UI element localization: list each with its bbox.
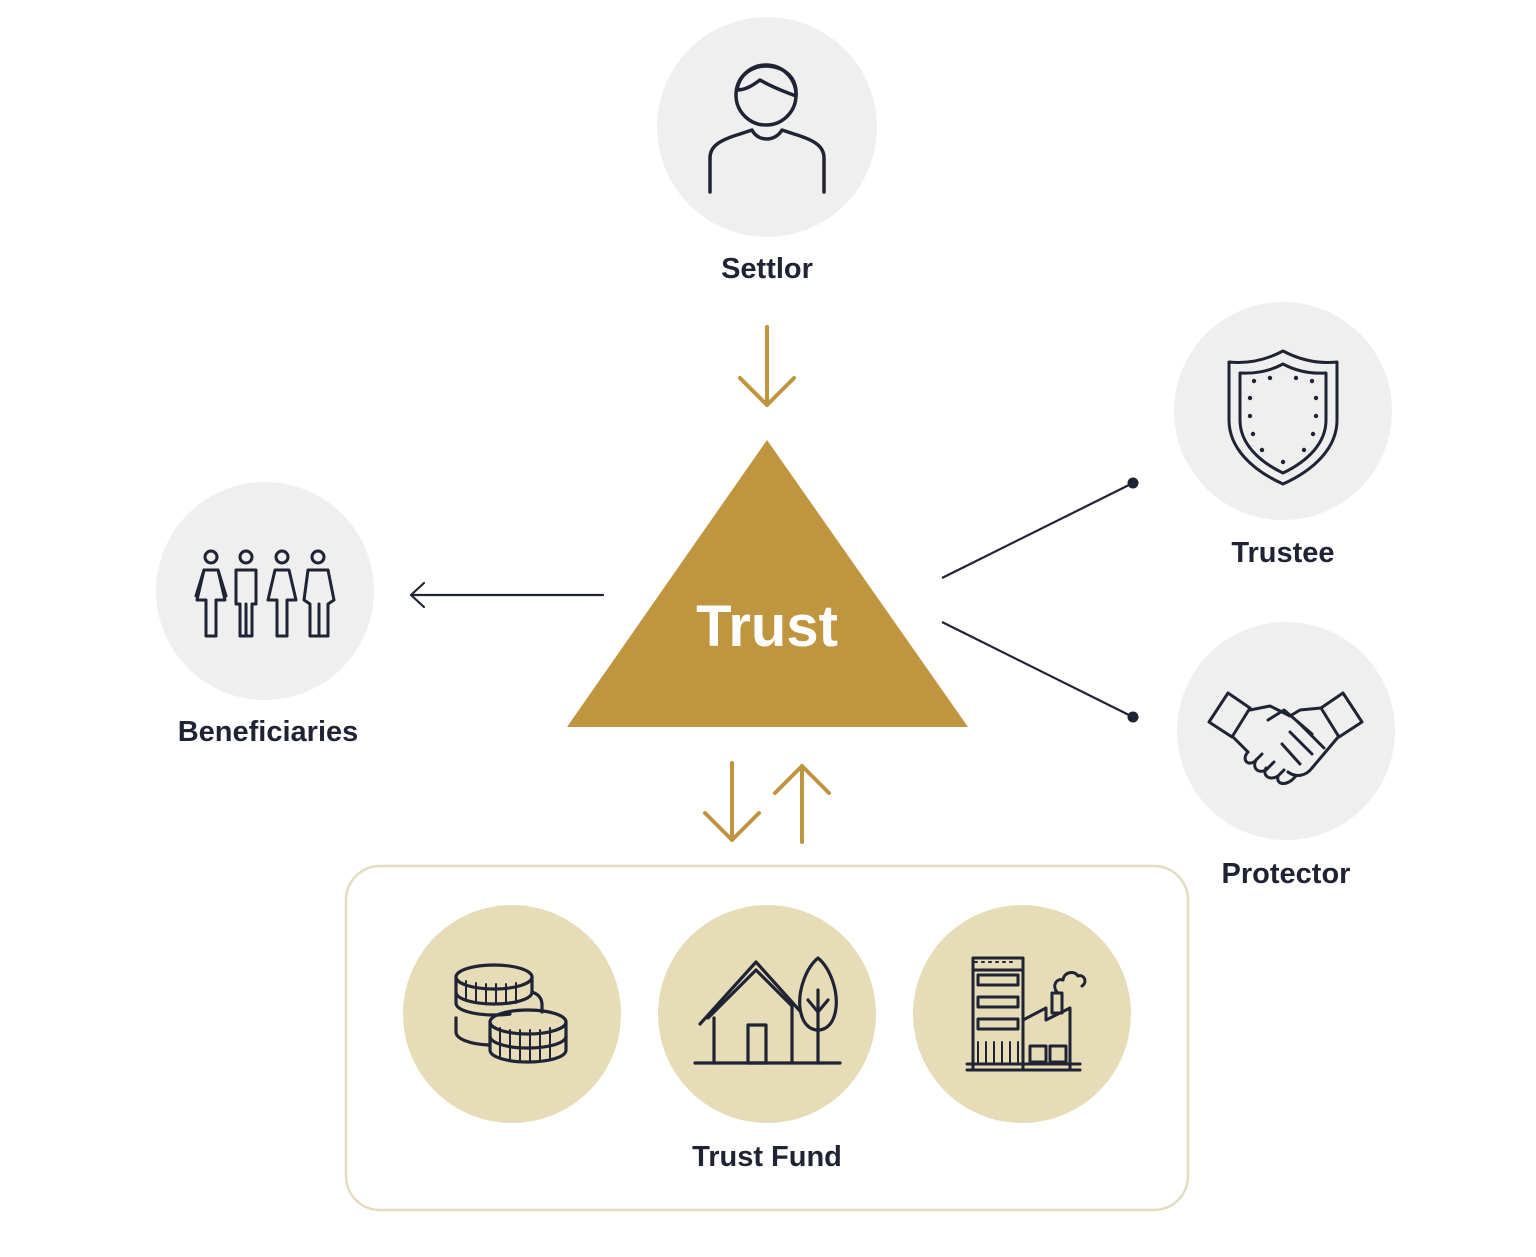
property-circle <box>658 905 876 1123</box>
trust-fund-group: Trust Fund <box>344 864 1190 1212</box>
house-tree-icon <box>693 956 842 1065</box>
beneficiaries-circle <box>156 482 374 700</box>
trust-to-beneficiaries-arrow <box>409 581 605 609</box>
trust-node: Trust <box>567 440 968 727</box>
person-icon <box>708 63 826 194</box>
trust-fund-label: Trust Fund <box>692 1141 842 1173</box>
trust-label: Trust <box>696 594 838 659</box>
trustee-label: Trustee <box>1231 537 1334 569</box>
beneficiaries-node: Beneficiaries <box>156 482 374 748</box>
protector-label: Protector <box>1222 858 1351 890</box>
people-group-icon <box>194 549 336 638</box>
handshake-icon <box>1207 691 1364 785</box>
protector-circle <box>1177 622 1395 840</box>
settlor-node: Settlor <box>657 17 877 285</box>
coins-circle <box>403 905 621 1123</box>
factory-icon <box>965 956 1087 1072</box>
settlor-to-trust-arrow <box>738 325 796 407</box>
settlor-circle <box>657 17 877 237</box>
trust-fund-exchange-arrows <box>703 761 831 844</box>
trust-to-protector-connector <box>941 621 1139 723</box>
trust-to-trustee-connector <box>941 477 1139 579</box>
trust-fund-box <box>344 864 1190 1212</box>
coins-icon <box>454 963 568 1064</box>
beneficiaries-label: Beneficiaries <box>178 716 359 748</box>
settlor-label: Settlor <box>721 253 813 285</box>
shield-icon <box>1227 349 1339 486</box>
trustee-node: Trustee <box>1174 302 1392 569</box>
trustee-circle <box>1174 302 1392 520</box>
protector-node: Protector <box>1177 622 1395 890</box>
trust-triangle <box>567 440 968 727</box>
